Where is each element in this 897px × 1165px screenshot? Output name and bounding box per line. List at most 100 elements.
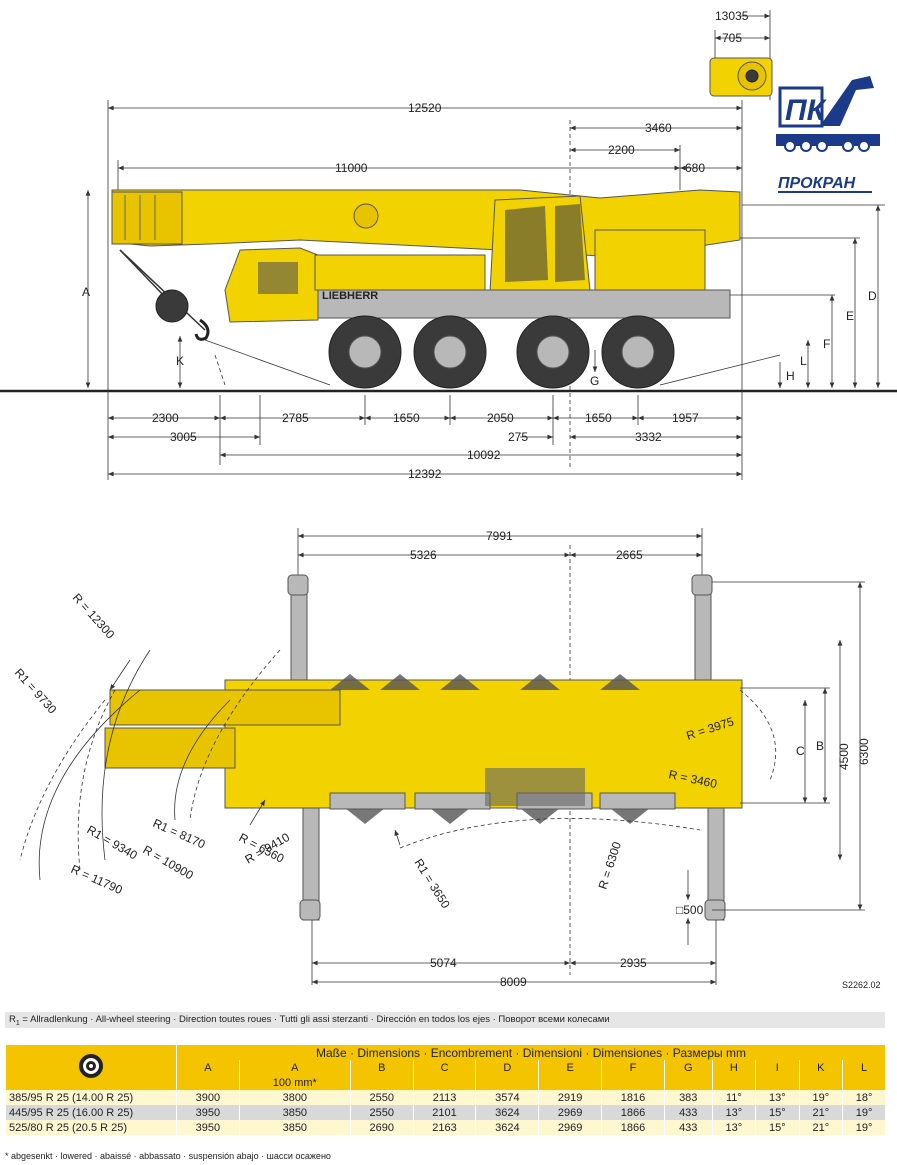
cell: 2919: [538, 1090, 602, 1105]
crane-drawing: 13035 705 12520 3460 2200 11000 680 ПК: [0, 9, 897, 990]
col-B: B: [349, 1060, 414, 1075]
table-row: 445/95 R 25 (16.00 R 25) 3950 3850 2550 …: [5, 1105, 885, 1120]
cell: 3950: [176, 1120, 240, 1135]
letter-A: A: [82, 285, 90, 299]
col-C: C: [412, 1060, 476, 1075]
cell: 433: [663, 1120, 713, 1135]
cell: 13°: [711, 1105, 756, 1120]
cell: 21°: [798, 1105, 843, 1120]
r1-8170: R1 = 8170: [151, 816, 208, 852]
cell: 18°: [842, 1090, 885, 1105]
cell: 13°: [711, 1120, 756, 1135]
cell: 383: [663, 1090, 713, 1105]
dim-2785: 2785: [282, 411, 309, 425]
r-10900: R = 10900: [141, 842, 197, 882]
dim-705: 705: [722, 31, 742, 45]
dim-1650b: 1650: [585, 411, 612, 425]
logo-mark: ПК: [785, 94, 828, 127]
letter-E: E: [846, 309, 854, 323]
steering-prefix: R: [9, 1014, 16, 1025]
cell: 21°: [798, 1120, 843, 1135]
dim-13035: 13035: [715, 9, 749, 23]
dim-5326: 5326: [410, 548, 437, 562]
cell: 2969: [538, 1120, 602, 1135]
dim-3460: 3460: [645, 121, 672, 135]
cell: 3900: [176, 1090, 240, 1105]
dim-2300: 2300: [152, 411, 179, 425]
logo: ПК ПРОКРАН: [776, 76, 880, 193]
r1-9340: R1 = 9340: [85, 822, 141, 862]
top-view: 7991 5326 2665: [12, 528, 881, 990]
boom-end-view: [709, 57, 773, 97]
dim-12520: 12520: [408, 101, 442, 115]
logo-brand: ПРОКРАН: [778, 175, 856, 192]
cell: 15°: [755, 1120, 800, 1135]
dimensions-table: Maße · Dimensions · Encombrement · Dimen…: [5, 1045, 885, 1135]
tire-icon: [79, 1054, 103, 1078]
cell: 3950: [176, 1105, 240, 1120]
dim-6300: 6300: [857, 738, 871, 765]
cell: 2113: [412, 1090, 476, 1105]
col-F: F: [601, 1060, 665, 1075]
col-D: D: [475, 1060, 539, 1075]
letter-F: F: [823, 337, 830, 351]
letter-C: C: [796, 744, 805, 758]
tire-size: 525/80 R 25 (20.5 R 25): [5, 1120, 177, 1135]
letter-K: K: [176, 354, 184, 368]
letter-G: G: [590, 374, 599, 388]
cell: 19°: [842, 1120, 885, 1135]
col-A: A: [176, 1060, 240, 1075]
dim-2665: 2665: [616, 548, 643, 562]
footnote: * abgesenkt · lowered · abaissé · abbass…: [5, 1151, 331, 1161]
figure-code: S2262.02: [842, 980, 881, 990]
dim-680: 680: [685, 161, 705, 175]
dim-4500: 4500: [837, 743, 851, 770]
dim-10092: 10092: [467, 448, 501, 462]
cell: 3624: [475, 1120, 539, 1135]
r-12300: R = 12300: [70, 591, 118, 642]
col-A2-sub: 100 mm*: [238, 1075, 351, 1090]
col-G: G: [663, 1060, 713, 1075]
cell: 3850: [238, 1105, 351, 1120]
cell: 2969: [538, 1105, 602, 1120]
dim-1650a: 1650: [393, 411, 420, 425]
dim-3332: 3332: [635, 430, 662, 444]
dim-12392: 12392: [408, 467, 442, 481]
col-I: I: [755, 1060, 800, 1075]
cell: 1866: [601, 1105, 665, 1120]
crane-side: LIEBHERR: [111, 189, 781, 389]
cell: 13°: [755, 1090, 800, 1105]
cell: 1866: [601, 1120, 665, 1135]
side-view: 13035 705 12520 3460 2200 11000 680 ПК: [0, 9, 897, 481]
tire-size: 385/95 R 25 (14.00 R 25): [5, 1090, 177, 1105]
cell: 19°: [798, 1090, 843, 1105]
cell: 19°: [842, 1105, 885, 1120]
col-L: L: [842, 1060, 885, 1075]
dim-2050: 2050: [487, 411, 514, 425]
col-K: K: [798, 1060, 843, 1075]
dim-275: 275: [508, 430, 528, 444]
steering-text: = Allradlenkung · All-wheel steering · D…: [19, 1014, 610, 1025]
letter-L: L: [800, 354, 807, 368]
r-11790: R = 11790: [69, 862, 125, 897]
dim-5074: 5074: [430, 956, 457, 970]
cell: 3624: [475, 1105, 539, 1120]
table-row: 525/80 R 25 (20.5 R 25) 3950 3850 2690 2…: [5, 1120, 885, 1135]
dim-2935: 2935: [620, 956, 647, 970]
dim-8009: 8009: [500, 975, 527, 989]
tire-icon-cell: [5, 1045, 177, 1090]
letter-D: D: [868, 289, 877, 303]
table-row: 385/95 R 25 (14.00 R 25) 3900 3800 2550 …: [5, 1090, 885, 1105]
cell: 11°: [711, 1090, 756, 1105]
steering-sub: 1: [15, 1019, 20, 1027]
letter-B: B: [816, 739, 824, 753]
tire-size: 445/95 R 25 (16.00 R 25): [5, 1105, 177, 1120]
steering-note: R1 = Allradlenkung · All-wheel steering …: [5, 1012, 885, 1028]
col-E: E: [538, 1060, 602, 1075]
cell: 15°: [755, 1105, 800, 1120]
dim-11000: 11000: [335, 161, 368, 175]
dim-500: □500: [676, 903, 704, 917]
dim-1957: 1957: [672, 411, 699, 425]
cell: 1816: [601, 1090, 665, 1105]
letter-H: H: [786, 369, 795, 383]
